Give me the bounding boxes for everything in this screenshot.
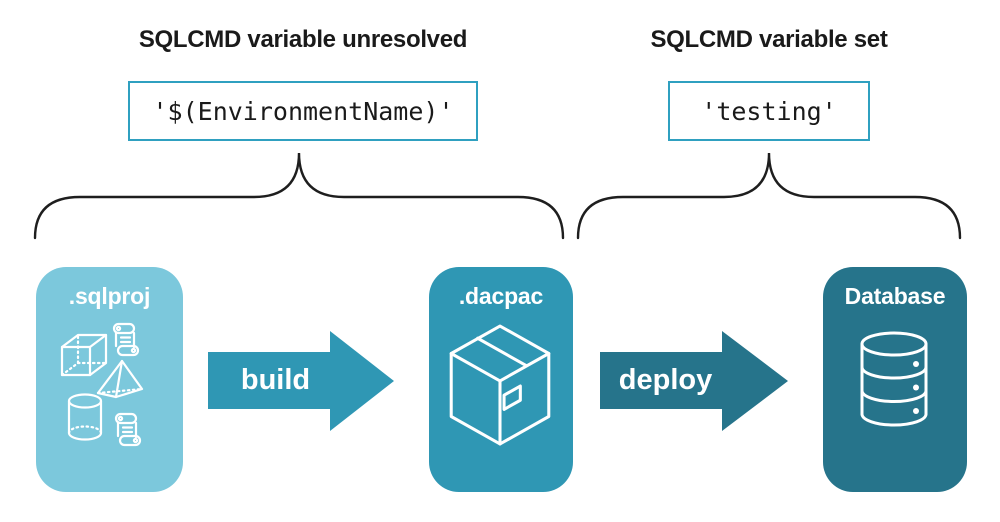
package-icon [449,324,551,446]
heading-sqlcmd-set: SQLCMD variable set [650,26,888,53]
code-box-environment-variable: '$(EnvironmentName)' [128,81,478,141]
sqlproj-card: .sqlproj [36,267,183,492]
right-curly-brace-icon [576,152,962,240]
dacpac-card-title: .dacpac [458,283,544,309]
sqlproj-card-title: .sqlproj [68,283,151,309]
code-box-testing-value: 'testing' [668,81,870,141]
dacpac-card: .dacpac [429,267,573,492]
left-curly-brace-icon [33,152,565,240]
build-arrow-label: build [240,364,311,396]
heading-sqlcmd-unresolved: SQLCMD variable unresolved [138,26,468,53]
sql-project-objects-icon [60,322,144,447]
deploy-arrow-label: deploy [618,364,713,396]
code-testing-value: 'testing' [701,96,837,126]
database-card: Database [823,267,967,492]
database-icon [860,331,928,427]
database-card-title: Database [844,283,946,309]
code-environment-variable: '$(EnvironmentName)' [152,96,454,126]
